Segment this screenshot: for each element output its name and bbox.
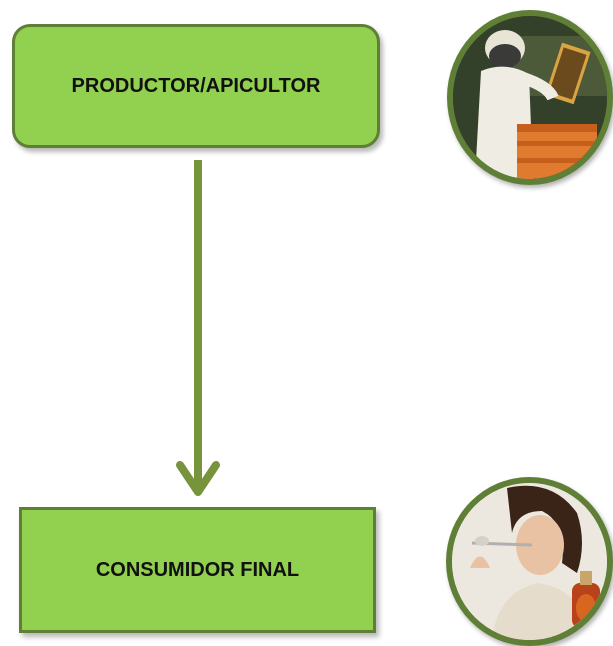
consumer-label: CONSUMIDOR FINAL (95, 558, 300, 581)
consumer-box: CONSUMIDOR FINAL (19, 507, 376, 633)
woman-tasting-honey-photo (446, 477, 613, 646)
arrow-head (176, 461, 220, 496)
producer-label: PRODUCTOR/APICULTOR (71, 74, 321, 97)
beekeeper-photo (447, 10, 613, 185)
producer-box: PRODUCTOR/APICULTOR (12, 24, 380, 148)
